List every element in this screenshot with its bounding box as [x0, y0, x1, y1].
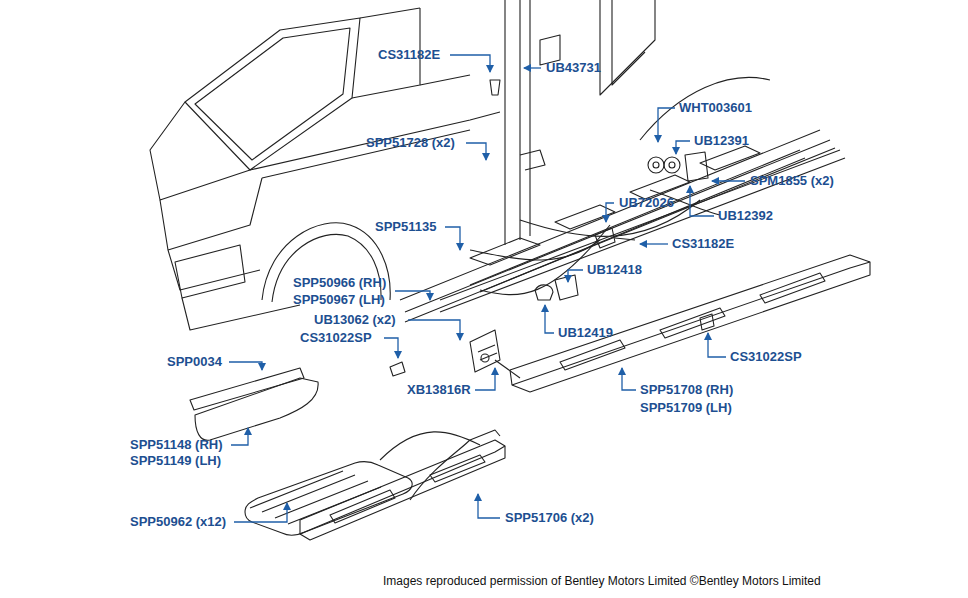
- part-number: SPP50967 (LH): [293, 292, 385, 308]
- part-number: SPP51708 (RH): [640, 382, 733, 398]
- car-body: [150, 0, 870, 540]
- part-number: WHT003601: [679, 100, 752, 116]
- part-number: UB12418: [587, 262, 642, 278]
- part-number: SPP51149 (LH): [130, 453, 221, 469]
- part-number: UB72026: [619, 195, 674, 211]
- part-number: SPP51709 (LH): [640, 400, 732, 416]
- part-number: SPP0034: [167, 354, 222, 370]
- part-number: UB43731: [546, 60, 601, 76]
- part-number: XB13816R: [407, 382, 471, 398]
- part-number: SPM1855 (x2): [750, 173, 834, 189]
- part-number: SPP51148 (RH): [130, 437, 223, 453]
- part-number: SPP51728 (x2): [366, 135, 455, 151]
- part-number: SPP50962 (x12): [130, 514, 226, 530]
- part-number: UB12391: [694, 133, 749, 149]
- part-number: SPP51706 (x2): [505, 510, 594, 526]
- copyright-note: Images reproduced permission of Bentley …: [383, 573, 821, 589]
- part-number: UB12419: [558, 325, 613, 341]
- part-number: SPP51135: [375, 219, 436, 235]
- part-number: CS31182E: [672, 236, 734, 252]
- leader-lines: [229, 55, 745, 522]
- part-number: CS31182E: [378, 47, 440, 63]
- part-number: CS31022SP: [730, 349, 802, 365]
- part-number: UB13062 (x2): [314, 312, 396, 328]
- part-number: CS31022SP: [300, 330, 372, 346]
- part-number: SPP50966 (RH): [293, 275, 386, 291]
- part-number: UB12392: [718, 208, 773, 224]
